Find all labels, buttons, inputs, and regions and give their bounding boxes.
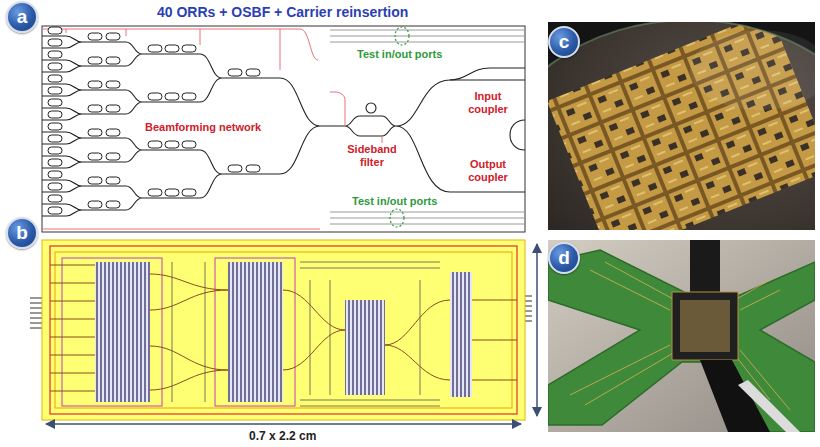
region-label: Beamforming network [143,121,263,134]
panel-letter-circle: d [548,242,580,274]
panel-letter: d [558,248,570,268]
component-label: Output coupler [457,158,519,184]
component-label: Input coupler [457,90,519,116]
port-label: Test in/out ports [350,195,439,208]
port-label: Test in/out ports [355,48,444,61]
component-label: Sideband filter [342,143,402,169]
title-text: 40 ORRs + OSBF + Carrier reinsertion [157,4,408,20]
panel-letter-circle: c [548,26,580,58]
panel-letter: b [16,223,28,243]
panel-letter-circle: a [6,1,38,33]
dimension-label: 0.7 x 2.2 cm [247,429,318,443]
panel-letter: c [559,32,570,52]
panel-letter: a [17,7,28,27]
panel-letter-circle: b [6,217,38,249]
